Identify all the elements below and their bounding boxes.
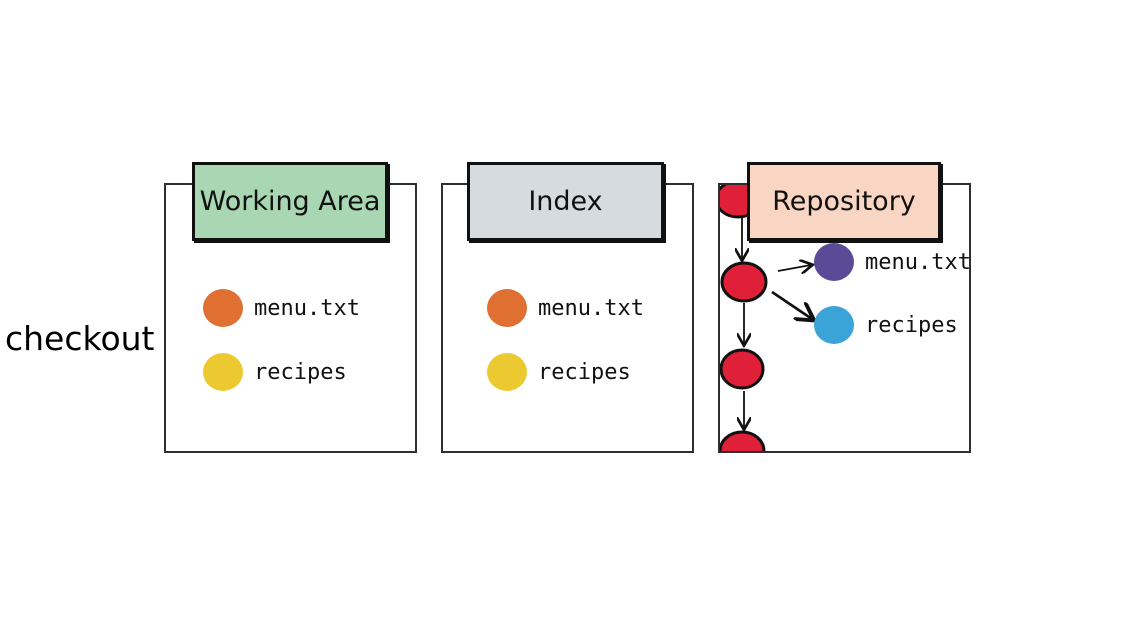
working-area-item-recipes: recipes <box>203 353 347 391</box>
commit-node <box>720 348 765 390</box>
blue-blob-icon <box>814 306 854 344</box>
working-area-item-menu: menu.txt <box>203 289 360 327</box>
file-label: recipes <box>538 359 631 385</box>
commit-node <box>720 430 766 451</box>
arrow <box>777 265 811 271</box>
orange-blob-icon <box>487 289 527 327</box>
repository-tab: Repository <box>747 162 941 241</box>
file-label: recipes <box>254 359 347 385</box>
commit-node <box>720 261 768 303</box>
purple-blob-icon <box>814 243 854 281</box>
index-item-recipes: recipes <box>487 353 631 391</box>
yellow-blob-icon <box>487 353 527 391</box>
index-item-menu: menu.txt <box>487 289 644 327</box>
working-area-tab: Working Area <box>192 162 388 241</box>
repository-item-menu: menu.txt <box>814 243 971 281</box>
file-label: menu.txt <box>865 249 971 275</box>
repository-item-recipes: recipes <box>814 306 958 344</box>
index-title: Index <box>528 186 603 217</box>
yellow-blob-icon <box>203 353 243 391</box>
orange-blob-icon <box>203 289 243 327</box>
file-label: recipes <box>865 312 958 338</box>
checkout-label: checkout <box>5 319 155 358</box>
working-area-title: Working Area <box>199 186 381 217</box>
arrow <box>771 290 812 319</box>
file-label: menu.txt <box>254 295 360 321</box>
file-label: menu.txt <box>538 295 644 321</box>
index-tab: Index <box>467 162 664 241</box>
repository-title: Repository <box>772 186 916 217</box>
